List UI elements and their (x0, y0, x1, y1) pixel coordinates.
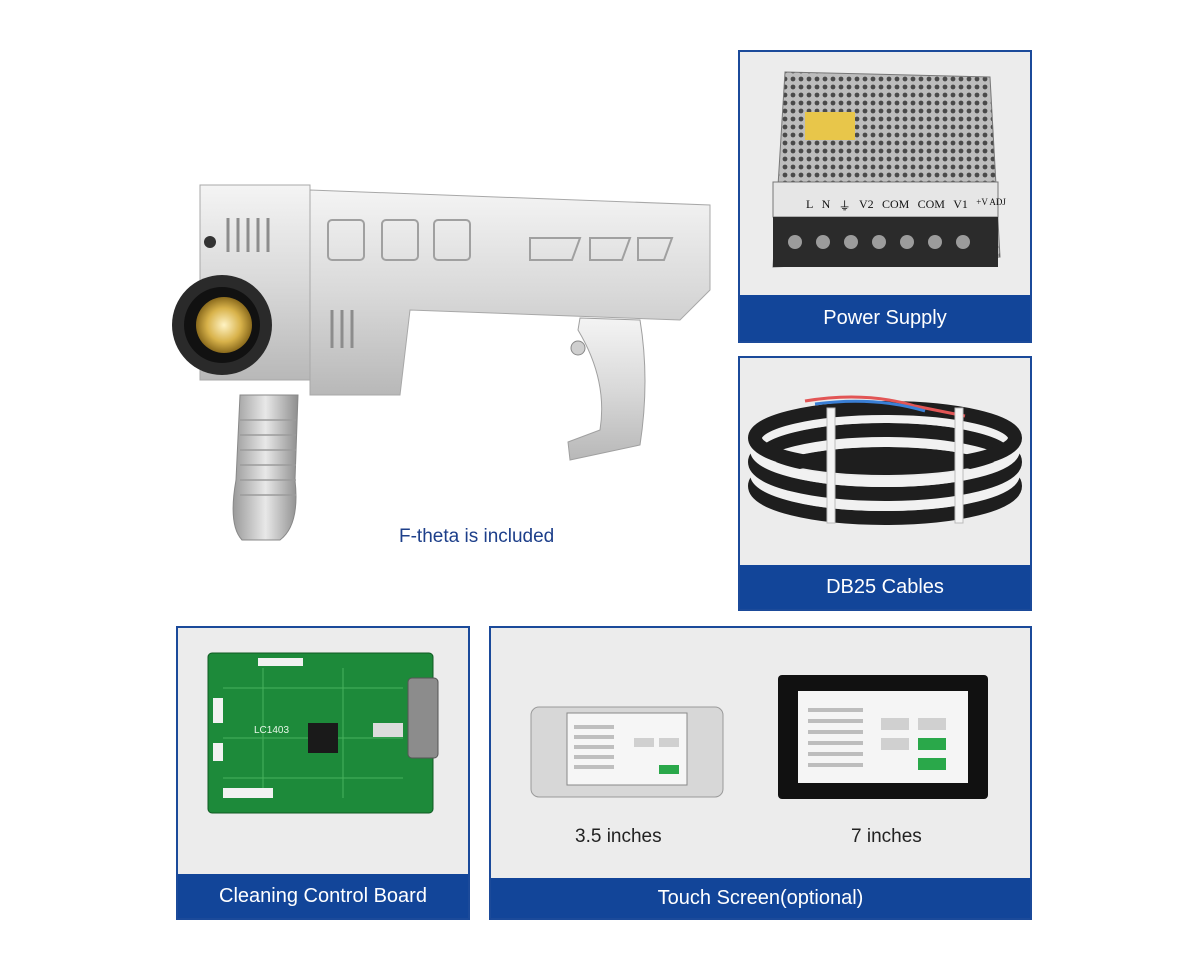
touch-screen-small-size: 3.5 inches (575, 826, 662, 847)
terminal-labels: L N ⏚ V2 COM COM V1 +V ADJ (806, 197, 1006, 214)
terminal-label: COM (881, 197, 910, 211)
terminal-label: V1 (953, 197, 968, 211)
control-board-panel: LC1403 Cleaning Control Board (176, 626, 470, 920)
terminal-label: +V ADJ (976, 197, 1006, 207)
product-caption: F-theta is included (399, 526, 555, 547)
terminal-label: N (821, 197, 831, 211)
touch-screen-large-size: 7 inches (851, 826, 922, 847)
control-board-label: Cleaning Control Board (178, 874, 468, 918)
terminal-label: COM (917, 197, 945, 211)
ground-icon: ⏚ (838, 199, 851, 213)
control-board-image (207, 652, 439, 814)
terminal-label: V2 (858, 197, 874, 211)
power-supply-image (772, 71, 1001, 268)
db25-cables-image (748, 395, 1022, 525)
power-supply-label: Power Supply (740, 295, 1030, 341)
board-marking: LC1403 (254, 725, 290, 736)
touch-screen-panel: 3.5 inches 7 inches Touch Screen(optiona… (489, 626, 1032, 920)
db25-cables-label: DB25 Cables (740, 565, 1030, 609)
touch-screen-small-image (530, 706, 724, 798)
db25-cables-panel: DB25 Cables (738, 356, 1032, 611)
power-supply-panel: L N ⏚ V2 COM COM V1 +V ADJ Power Supply (738, 50, 1032, 343)
laser-cleaning-gun-image (172, 184, 711, 541)
touch-screen-large-image (778, 675, 988, 799)
terminal-label: L (806, 197, 814, 211)
touch-screen-label: Touch Screen(optional) (491, 878, 1030, 918)
